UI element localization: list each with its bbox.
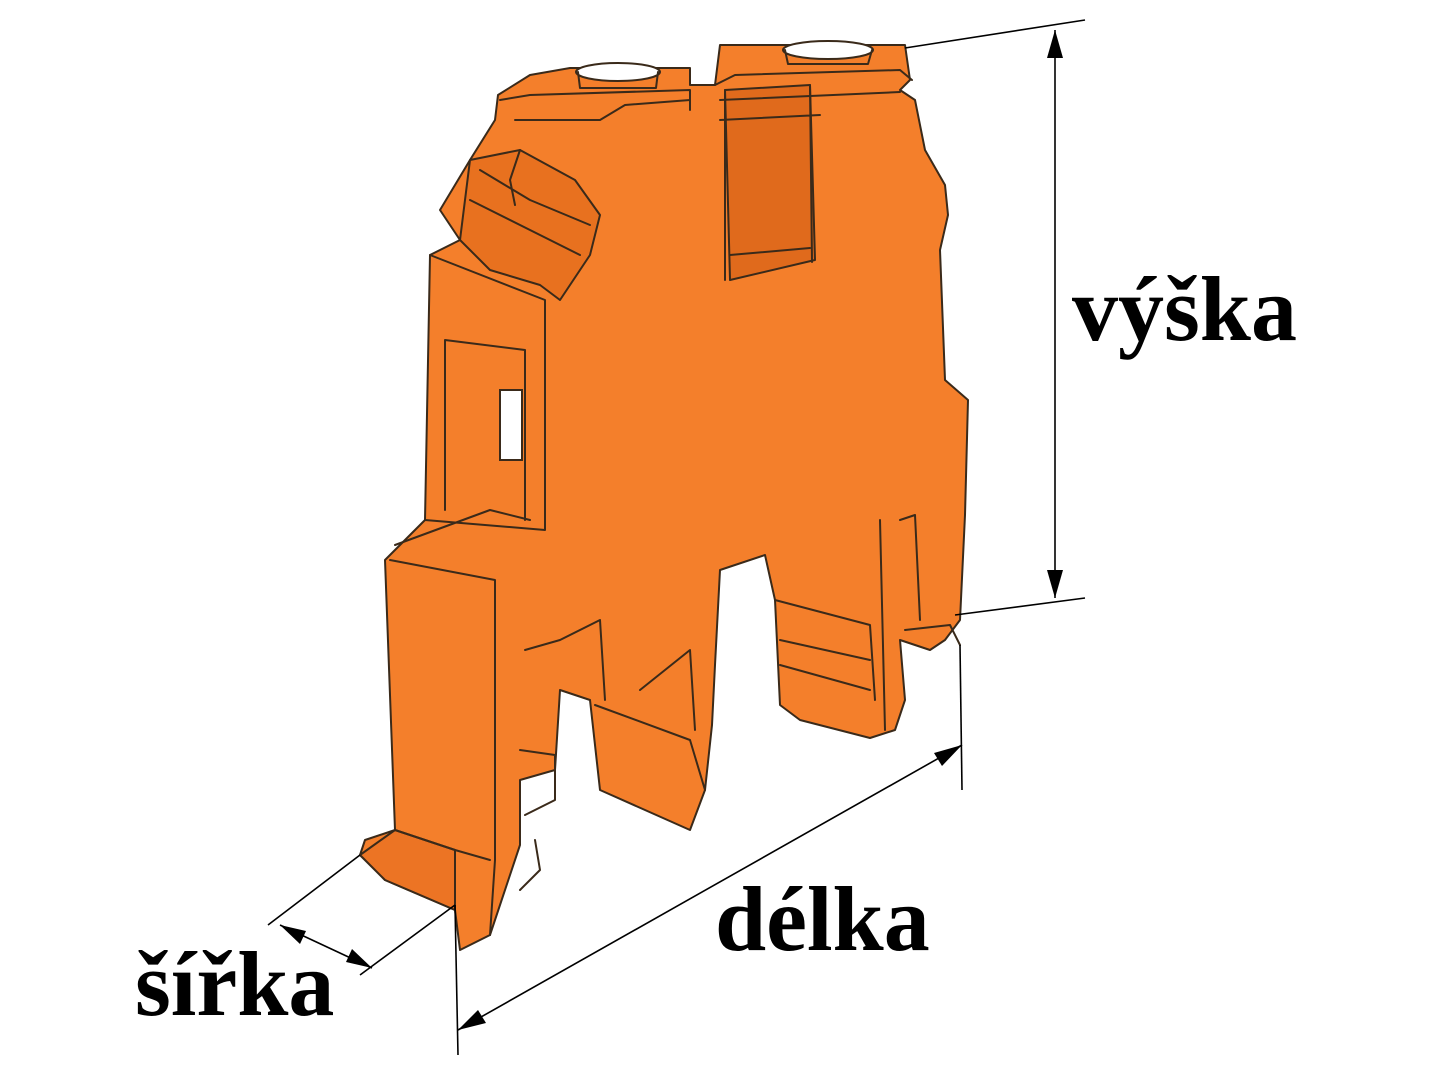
top-cap-right-edge — [714, 69, 913, 101]
width-dimension: šířka — [135, 854, 456, 1035]
upper-left-clamp — [459, 149, 601, 301]
length-label: délka — [715, 868, 930, 970]
screw-hole-right — [782, 40, 874, 60]
side-window — [499, 389, 523, 461]
top-cap-left-edge — [499, 89, 691, 121]
width-label: šířka — [135, 933, 334, 1035]
left-foot-tip — [359, 829, 456, 911]
screw-hole-right-rim — [784, 49, 873, 65]
width-extension-back — [359, 904, 456, 976]
length-arrow-left — [458, 1010, 486, 1030]
left-side-panel — [424, 254, 546, 531]
width-extension-front — [267, 854, 361, 926]
length-extension-left — [454, 904, 459, 1056]
middle-leg-edges — [524, 619, 706, 791]
height-arrow-top — [1047, 30, 1063, 58]
right-foot-edges — [774, 514, 961, 731]
wire-slot-edge — [719, 84, 821, 281]
terminal-block — [359, 40, 969, 951]
screw-hole-left-rim — [577, 71, 659, 89]
width-arrow-front — [280, 925, 306, 944]
length-extension-right — [959, 644, 963, 791]
screw-hole-left — [575, 62, 661, 82]
length-dimension: délka — [454, 644, 963, 1056]
height-extension-top — [904, 19, 1086, 49]
height-extension-bottom — [954, 597, 1086, 616]
bottom-hook-edges — [519, 749, 556, 891]
height-label: výška — [1072, 258, 1297, 360]
wire-entry-slot — [724, 84, 816, 281]
length-arrow-right — [934, 745, 962, 766]
terminal-block-body — [359, 44, 969, 951]
height-arrow-bottom — [1047, 570, 1063, 598]
width-arrow-back — [346, 949, 372, 968]
clamp-edge-1 — [469, 149, 591, 256]
left-foot-column — [389, 509, 531, 936]
length-dimension-line — [457, 744, 963, 1031]
left-foot-tip-edge — [394, 829, 491, 861]
height-dimension: výška — [904, 19, 1297, 616]
